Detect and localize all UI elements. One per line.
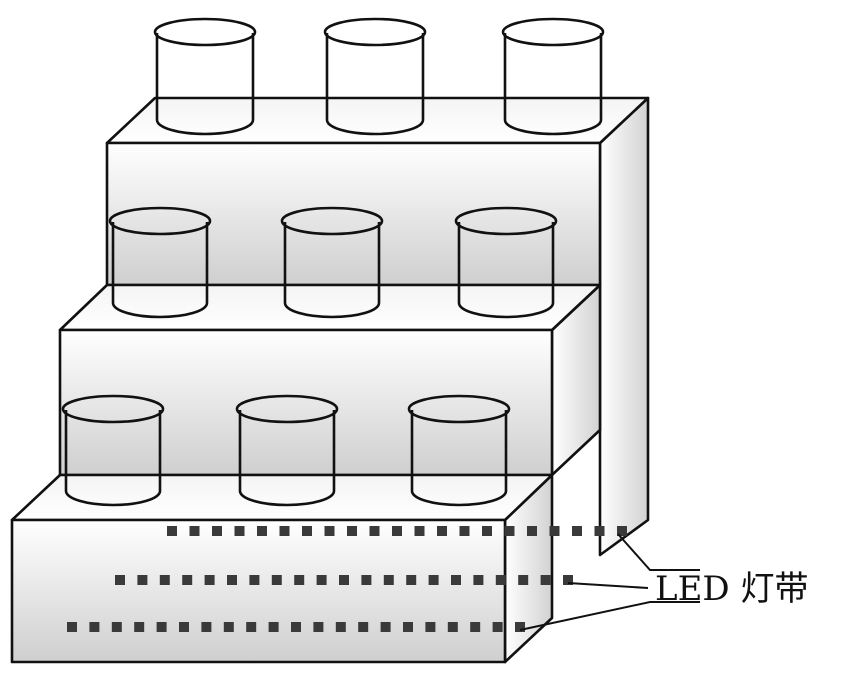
led-dot [212,526,222,536]
led-dot [302,526,312,536]
led-dot [291,622,301,632]
led-dot [428,575,439,585]
tier-3-front-face [105,141,602,287]
led-dot [249,575,260,585]
led-dot [482,526,492,536]
beaker-row-1 [153,17,605,136]
beaker-row-3 [61,394,511,507]
led-dot [137,575,148,585]
led-dot [527,526,537,536]
led-dot [339,575,349,585]
led-dot [159,575,170,585]
leader-line-top [617,533,700,571]
led-dot [473,575,484,585]
beaker [323,17,427,136]
led-dot [447,622,458,632]
led-dot [182,575,193,585]
led-dot [246,622,257,632]
led-dot [495,575,506,585]
led-dot [572,526,582,536]
led-dot [451,575,461,585]
led-dot [134,622,145,632]
led-dot [313,622,324,632]
led-dot [156,622,167,632]
beaker [501,17,605,136]
led-dot [89,622,100,632]
beaker [61,394,165,507]
led-dot [335,622,346,632]
beaker [235,394,339,507]
tier-3 [105,96,650,557]
led-dot [316,575,327,585]
beaker [280,206,384,319]
leader-line-middle [567,582,649,589]
leader-line-bottom [519,601,700,631]
led-dot [425,622,436,632]
led-dot [268,622,279,632]
tier-3-side-face [598,96,650,557]
led-dot [115,575,125,585]
led-dot [540,575,551,585]
beaker-row-2 [108,206,558,319]
led-dot [271,575,282,585]
led-dot [234,526,245,536]
led-dot [563,575,573,585]
led-dot [369,526,380,536]
tier-2-front-face [58,328,554,477]
led-dot [347,526,357,536]
beaker [454,206,558,319]
led-dot [406,575,417,585]
led-dot [361,575,372,585]
led-dot [279,526,290,536]
beaker [108,206,212,319]
led-dot [492,622,503,632]
led-dot [403,622,413,632]
tier-3-top-face [105,96,650,145]
led-dot [414,526,425,536]
led-dot [470,622,481,632]
led-strips [67,526,627,632]
tier-1-top-face [10,473,554,522]
led-dot [594,526,605,536]
led-dot [549,526,560,536]
led-dot [223,622,234,632]
tier-2 [58,283,602,477]
tier-2-top-face [58,283,602,332]
led-dot [189,526,200,536]
led-dot [515,622,525,632]
led-dot [518,575,529,585]
led-dot [617,526,627,536]
led-dot [111,622,122,632]
led-dot [459,526,470,536]
led-dot [67,622,77,632]
led-dot [201,622,212,632]
led-dot [380,622,391,632]
led-dot [167,526,177,536]
led-dot [179,622,189,632]
led-dot [257,526,267,536]
led-strip-label: LED 灯带 [655,569,808,609]
led-dot [204,575,215,585]
tier-1-front-face [10,518,507,664]
led-dot [392,526,402,536]
led-dot [294,575,305,585]
beaker [407,394,511,507]
led-dot [227,575,237,585]
led-dot [504,526,515,536]
beaker [153,17,257,136]
led-dot [324,526,335,536]
tier-1 [10,473,554,664]
led-dot [358,622,369,632]
led-dot [437,526,447,536]
led-dot [383,575,394,585]
leader-lines [519,533,700,631]
